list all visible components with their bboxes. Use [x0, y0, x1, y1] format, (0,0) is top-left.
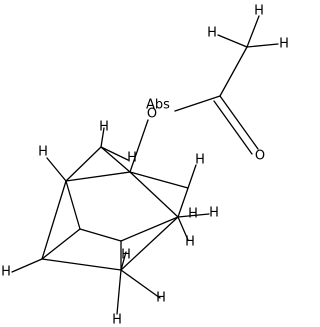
atom-h-mid: H: [127, 151, 137, 166]
atom-h-methyl-top: H: [254, 4, 264, 19]
atom-h-right-lower-2: H: [185, 235, 195, 250]
molecule-drawing: H H H O O Abs H H H H H H H H H H H: [1, 4, 289, 327]
bond-h-bottom-2: [116, 269, 122, 315]
atom-h-top: H: [99, 120, 109, 135]
bond-h-right-lower: [177, 213, 210, 218]
bond-h-right-upper: [177, 164, 197, 218]
stereo-label: Abs: [146, 98, 170, 113]
atom-h-left-upper: H: [38, 145, 48, 160]
atom-labels: H H H O O Abs H H H H H H H H H H H: [1, 4, 289, 327]
atom-h-bottom-1: H: [121, 248, 131, 263]
bond-h-bottom-3: [120, 269, 161, 299]
bond-carbonyl-ester-o: [174, 95, 221, 112]
bond-c-h-top: [246, 15, 260, 48]
bond-h-right-lower-2: [177, 216, 189, 241]
bond-cage-8: [41, 258, 122, 271]
atom-h-bottom-2: H: [112, 313, 122, 327]
atom-h-methyl-right: H: [279, 37, 289, 52]
bond-cage-6: [79, 228, 122, 242]
bond-cage-4: [41, 180, 67, 260]
bond-cage-7: [120, 216, 179, 242]
atom-h-right-lower: H: [209, 206, 219, 221]
bond-cage-10: [120, 216, 179, 271]
bond-carbonyl-double-2: [213, 100, 253, 155]
bond-h-right-cage: [129, 171, 189, 189]
bond-carbonyl-double-1: [219, 95, 259, 150]
atom-h-bottom-3: H: [156, 291, 166, 306]
bond-h-top: [100, 127, 105, 148]
bond-h-left: [11, 258, 43, 273]
atom-h-methyl-left: H: [207, 26, 217, 41]
structure-canvas: H H H O O Abs H H H H H H H H H H H: [1, 4, 289, 327]
atom-o-ester: O: [147, 107, 157, 122]
bond-cage-5: [41, 228, 81, 260]
bonds: [11, 15, 279, 315]
atom-h-right-cage: H: [188, 207, 198, 222]
bond-c-h-right: [246, 43, 279, 48]
bond-cage-12: [100, 146, 131, 173]
bond-ester-o-ring: [129, 119, 149, 173]
bond-h-mid: [100, 146, 129, 161]
atom-h-right-upper: H: [195, 153, 205, 168]
bond-h-left-upper: [46, 157, 67, 182]
bond-cage-11: [65, 146, 102, 182]
bond-methyl-carbonyl: [219, 46, 248, 97]
bond-h-bottom-1: [120, 251, 127, 271]
atom-h-left: H: [1, 265, 11, 280]
bond-cage-2: [129, 171, 179, 218]
bond-cage-3: [65, 180, 81, 230]
atom-o-carbonyl: O: [255, 149, 265, 164]
bond-cage-1: [65, 171, 131, 182]
bond-c-h-left: [217, 34, 248, 48]
